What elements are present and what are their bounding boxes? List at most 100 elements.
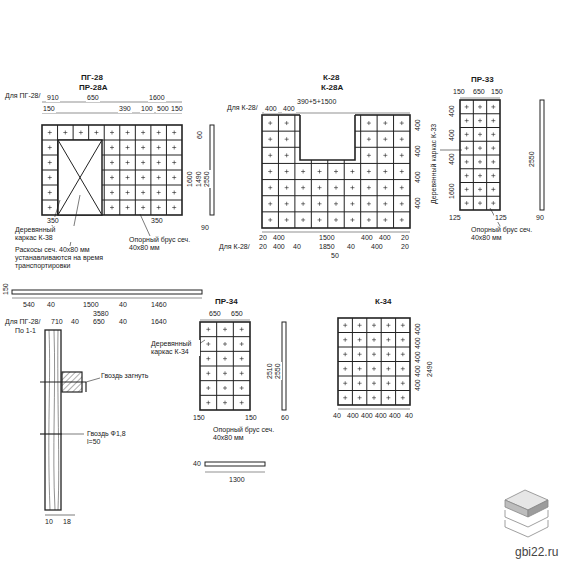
dimension-label: 20 <box>258 234 268 242</box>
dimension-line <box>205 472 265 473</box>
callout-note: Опорный брус сеч. 40х80 мм <box>470 226 542 242</box>
dimension-label: 400 <box>448 128 456 142</box>
dimension-label: 1300 <box>228 476 246 484</box>
dimension-label: 390+5+1500 <box>296 98 337 106</box>
nail <box>40 433 62 434</box>
callout-note: Деревянный каркас К-34 <box>150 340 200 356</box>
door-opening <box>58 140 102 215</box>
nail <box>85 382 86 392</box>
dimension-label: 400 <box>414 378 422 392</box>
dimension-label: 90 <box>535 214 545 222</box>
dimension-label: 1500 <box>82 301 100 309</box>
dimension-label: 40 <box>404 412 414 420</box>
dimension-label: 650 <box>230 310 244 318</box>
watermark: gbi22.ru <box>514 545 559 559</box>
dimension-label: 710 <box>50 318 64 326</box>
part-mark: К-28 <box>322 74 340 82</box>
dimension-label: По 1-1 <box>14 327 37 335</box>
dimension-label: 400 <box>282 105 296 113</box>
callout-note: Раскосы сеч. 40х80 мм устанавливаются на… <box>14 246 126 270</box>
leader-line <box>86 378 100 382</box>
wooden-frame <box>460 100 500 210</box>
dimension-label: 400 <box>414 118 422 132</box>
dimension-label: 90 <box>200 224 210 232</box>
wooden-frame <box>338 318 410 405</box>
dimension-label: 150 <box>452 88 466 96</box>
callout-note: Гвоздь Ф1,8 l=50 <box>86 430 138 446</box>
dimension-label: 125 <box>494 214 508 222</box>
part-mark: ПР-33 <box>470 76 495 84</box>
dimension-label: 150 <box>490 88 504 96</box>
dimension-label: 100 <box>140 105 154 113</box>
dimension-label: 650 <box>92 318 106 326</box>
dimension-label: 1850 <box>318 243 336 251</box>
dimension-label: 60 <box>280 414 290 422</box>
dimension-label: 1600 <box>148 94 166 102</box>
dimension-label: 1600 <box>186 170 194 188</box>
callout-note: Опорный брус сеч. 40х80 мм <box>128 236 200 252</box>
wood-grain <box>49 330 59 510</box>
dimension-label: 400 <box>414 336 422 350</box>
dimension-label: 400 <box>414 322 422 336</box>
dimension-label: 400 <box>370 243 384 251</box>
dimension-line <box>12 298 202 299</box>
leader-line <box>62 434 84 435</box>
dimension-label: 350 <box>150 217 164 225</box>
dimension-label: 400 <box>414 144 422 158</box>
dimension-label: 2490 <box>426 360 434 378</box>
dimension-label: 400 <box>346 412 360 420</box>
dimension-label: 1600 <box>448 182 456 200</box>
dimension-label: 20 <box>258 243 268 251</box>
dimension-label: Для ПГ-28/ <box>4 92 41 100</box>
dimension-label: 50 <box>330 252 340 260</box>
dimension-label: 650 <box>86 94 100 102</box>
dimension-line <box>45 515 75 516</box>
part-mark: ПГ-28 <box>80 74 104 82</box>
dimension-label: 40 <box>118 301 128 309</box>
dimension-label: 390 <box>118 105 132 113</box>
logo-icon <box>505 490 548 537</box>
dimension-label: Для ПГ-28/ <box>4 318 41 326</box>
dimension-label: 40 <box>192 460 202 468</box>
dimension-label: 150 <box>170 105 184 113</box>
dimension-label: 2550 <box>203 170 211 188</box>
dimension-label: 20 <box>400 243 410 251</box>
dimension-label: Для К-28/ <box>226 104 259 112</box>
dimension-label: 400 <box>272 234 286 242</box>
dimension-label: 650 <box>472 88 486 96</box>
dimension-label: 1460 <box>150 301 168 309</box>
dimension-label: 400 <box>448 152 456 166</box>
dimension-line <box>200 320 250 321</box>
dimension-label: 2550 <box>528 150 536 168</box>
dimension-label: 1640 <box>150 318 168 326</box>
dimension-label: 400 <box>378 234 392 242</box>
dimension-label: 2550 <box>274 362 282 380</box>
dimension-label: 650 <box>208 310 222 318</box>
dimension-line <box>460 98 500 99</box>
dimension-label: 400 <box>414 170 422 184</box>
wooden-frame <box>262 114 410 228</box>
dimension-label: 150 <box>42 105 56 113</box>
nail <box>40 381 86 382</box>
brace <box>58 140 102 215</box>
section-bar <box>282 322 286 410</box>
dimension-label: 60 <box>196 130 204 140</box>
dimension-label: 400 <box>374 412 388 420</box>
dimension-label: 150 <box>2 282 10 296</box>
dimension-label: 40 <box>292 243 302 251</box>
dimension-label: 400 <box>264 105 278 113</box>
dimension-label: 40 <box>346 243 356 251</box>
dimension-label: 1500 <box>318 234 336 242</box>
dimension-label: 540 <box>22 301 36 309</box>
dimension-label: 400 <box>360 234 374 242</box>
dimension-label: 400 <box>448 104 456 118</box>
callout-note: Деревянный каркас К-38 <box>14 226 80 242</box>
dimension-label: 40 <box>118 318 128 326</box>
dimension-label: 150 <box>192 414 206 422</box>
dimension-label: 400 <box>360 412 374 420</box>
dimension-label: 125 <box>448 214 462 222</box>
dimension-label: 40 <box>46 301 56 309</box>
part-mark: К-34 <box>374 298 392 306</box>
dimension-label: 400 <box>414 364 422 378</box>
dimension-label: 400 <box>414 196 422 210</box>
